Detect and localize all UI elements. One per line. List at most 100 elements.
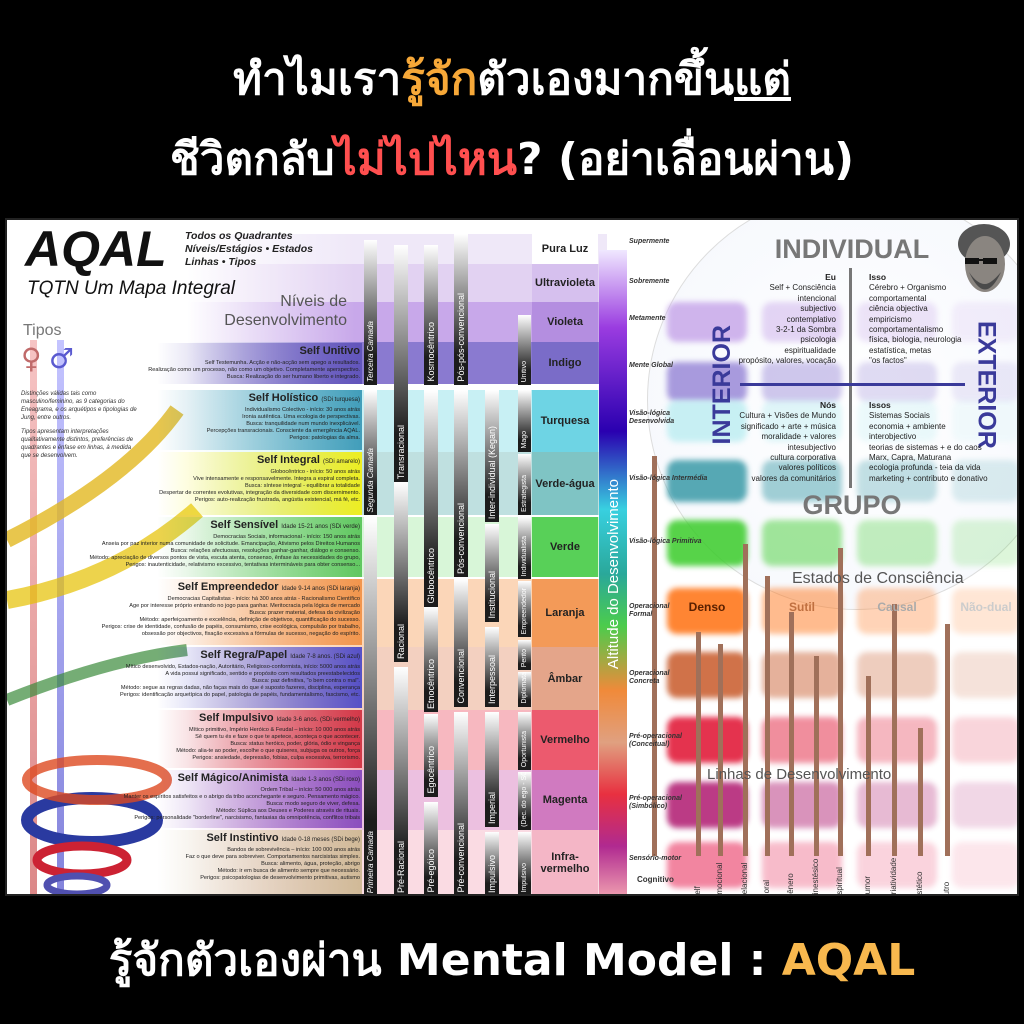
headline-text: ? (อย่าเลื่อนผ่าน) xyxy=(517,134,855,185)
development-column-label: Primeira Camada xyxy=(366,830,375,893)
tipos-paragraph: Tipos apresentam interpretações qualitat… xyxy=(21,429,134,459)
self-stage-line: Busca: modo seguro de viver, defesa. xyxy=(266,801,360,807)
self-stage-line: Método: ir em busca de alimento sempre q… xyxy=(217,868,360,874)
development-column-label: Inter-individual (Kegan) xyxy=(487,425,497,519)
quadrant-line: física, biologia, neurologia xyxy=(869,335,962,345)
state-cell xyxy=(667,782,747,828)
development-line-bar xyxy=(814,656,819,856)
development-column-segment: Impulsivo xyxy=(518,832,531,894)
development-line-bar xyxy=(945,624,950,856)
self-stage-line: Manter os espíritos satisfeitos e o abri… xyxy=(123,794,360,800)
development-column-label: Institucional xyxy=(487,571,497,619)
self-stage-line: Perigos: identificação arquetípica do pa… xyxy=(119,692,360,698)
development-column-segment: Transracional xyxy=(394,245,408,482)
self-stage-block: Self Holístico (SDi turquesa) Individuali… xyxy=(67,392,362,442)
self-stage-line: Anseia por paz interior numa comunidade … xyxy=(101,541,360,547)
state-label: Causal xyxy=(877,600,917,614)
development-column-segment: Oportunista xyxy=(518,712,531,770)
development-column-segment: Mago xyxy=(518,390,531,452)
self-stage-title: Self Unitivo xyxy=(299,345,360,357)
self-stage-line: Busca: Realização do ser humano liberto … xyxy=(226,374,360,380)
development-column-label: Empreendedor xyxy=(521,587,528,634)
self-stage-line: Mítico desenvolvido, Estados-nação, Auto… xyxy=(125,664,360,670)
development-column-segment: Empreendedor xyxy=(518,581,531,637)
caption-text: รู้จักตัวเองผ่าน Mental Model : xyxy=(108,935,782,986)
quadrant-vertical-divider xyxy=(849,268,852,488)
self-stage-line: Perigos: crise de identidade, confusão d… xyxy=(101,624,360,630)
development-line-label: Relacional xyxy=(740,862,749,896)
quadrant-title: Issos xyxy=(869,400,891,410)
development-line-bar xyxy=(765,576,770,856)
development-column-label: Globocêntrico xyxy=(426,548,436,604)
self-stage-line: Individualismo Colectivo - início: 30 an… xyxy=(244,407,360,413)
self-stage-tag: Idade 1-3 anos (SDi roxo) xyxy=(291,777,360,783)
quadrant-line: ecologia profunda - teia da vida xyxy=(869,463,981,473)
development-column-segment: Diplomata xyxy=(518,672,531,707)
quadrant-line: comportamental xyxy=(869,293,927,303)
state-cell xyxy=(952,717,1017,763)
tipos-heading: Tipos xyxy=(23,322,62,339)
state-cell xyxy=(952,588,1017,634)
self-band-bg xyxy=(157,830,362,894)
quadrant-title: Isso xyxy=(869,272,887,282)
color-level-label: Ultravioleta xyxy=(532,264,598,302)
cognitive-stage-label: Visão-lógica Desenvolvida xyxy=(629,410,675,425)
quadrant-line: valores da comunitários xyxy=(751,473,836,483)
quadrant-line: empiricismo xyxy=(869,314,912,324)
female-type-bar xyxy=(30,340,37,894)
development-line-label: Estético xyxy=(915,871,924,896)
development-column-label: Pré-egóico xyxy=(426,849,436,893)
development-column-label: Oportunista xyxy=(521,730,528,767)
development-line-bar xyxy=(652,456,657,856)
color-level-label: Pura Luz xyxy=(532,234,598,264)
development-column-label: Transracional xyxy=(396,424,406,479)
development-column-label: Etnocêntrico xyxy=(426,658,436,709)
self-stage-title: Self Mágico/Animista Idade 1-3 anos (SDi… xyxy=(177,772,360,784)
development-line-bar xyxy=(718,644,723,856)
self-stage-line: Perigos: ansiedade, depressão, fobias, c… xyxy=(192,755,360,761)
quadrant-title: Eu xyxy=(825,272,836,282)
development-line-bar xyxy=(892,604,897,856)
quadrant-line: cultura corporativa xyxy=(770,453,836,463)
subtitle-line: Todos os Quadrantes xyxy=(185,230,293,242)
poster-tagline: TQTN Um Mapa Integral xyxy=(27,278,235,299)
development-column-segment: (Dec. do ego - SCG) xyxy=(518,772,531,830)
cognitive-stage-label: Operacional Formal xyxy=(629,603,670,618)
development-line-label: Gênero xyxy=(786,873,795,896)
color-level-label: Verde-água xyxy=(532,452,598,515)
self-stage-block: Self Unitivo Self Testemunha. Acção e nã… xyxy=(67,345,362,381)
levels-heading: Níveis de Desenvolvimento xyxy=(224,293,347,329)
altitude-bar: Altitude do Desenvolvimento xyxy=(599,250,627,894)
cognitive-stage-label: Operacional Concreta xyxy=(629,670,670,685)
quadrant-line: contemplativo xyxy=(786,314,836,324)
tipos-text: Distinções válidas tais como masculino/f… xyxy=(21,390,141,460)
quadrant-line: subjectivo xyxy=(800,304,836,314)
quadrant-line: economia + ambiente xyxy=(869,421,946,431)
development-column-segment: Impulsivo xyxy=(485,832,499,894)
development-line-bar xyxy=(789,612,794,856)
development-column-label: Segunda Camada xyxy=(366,447,375,513)
self-stage-line: Perigos: inautenticidade, relativismo ex… xyxy=(125,562,360,568)
state-cell xyxy=(857,520,937,566)
development-column-segment: Pré-convencional xyxy=(454,712,468,894)
self-stage-title: Self Holístico (SDi turquesa) xyxy=(248,392,360,404)
state-cell xyxy=(667,842,747,888)
quadrant-grupo: GRUPO xyxy=(802,490,902,520)
self-stage-line: Busca: status heróico, poder, glória, ód… xyxy=(230,741,360,747)
quadrant-line: espiritualidade xyxy=(784,345,836,355)
development-column-label: Convencional xyxy=(456,649,466,704)
state-cell xyxy=(857,302,937,342)
quadrant-line: estatística, metas xyxy=(869,345,932,355)
headline-text: ชีวิตกลับ xyxy=(169,134,335,185)
state-cell xyxy=(952,400,1017,442)
self-stage-line: Busca: tranquilidade num mundo inexplicá… xyxy=(246,421,360,427)
self-stage-title: Self Sensível Idade 15-21 anos (SDi verd… xyxy=(210,519,360,531)
color-level-label: Âmbar xyxy=(532,647,598,710)
development-column-label: (Dec. do ego - SCG) xyxy=(521,772,528,827)
quadrant-line: teorias de sistemas + e do caos xyxy=(869,442,982,452)
development-column-segment: Pós-convencional xyxy=(454,390,468,577)
self-stage-tag: Idade 0-18 meses (SDi bege) xyxy=(281,837,360,843)
development-line-label: Criatividade xyxy=(889,857,898,896)
